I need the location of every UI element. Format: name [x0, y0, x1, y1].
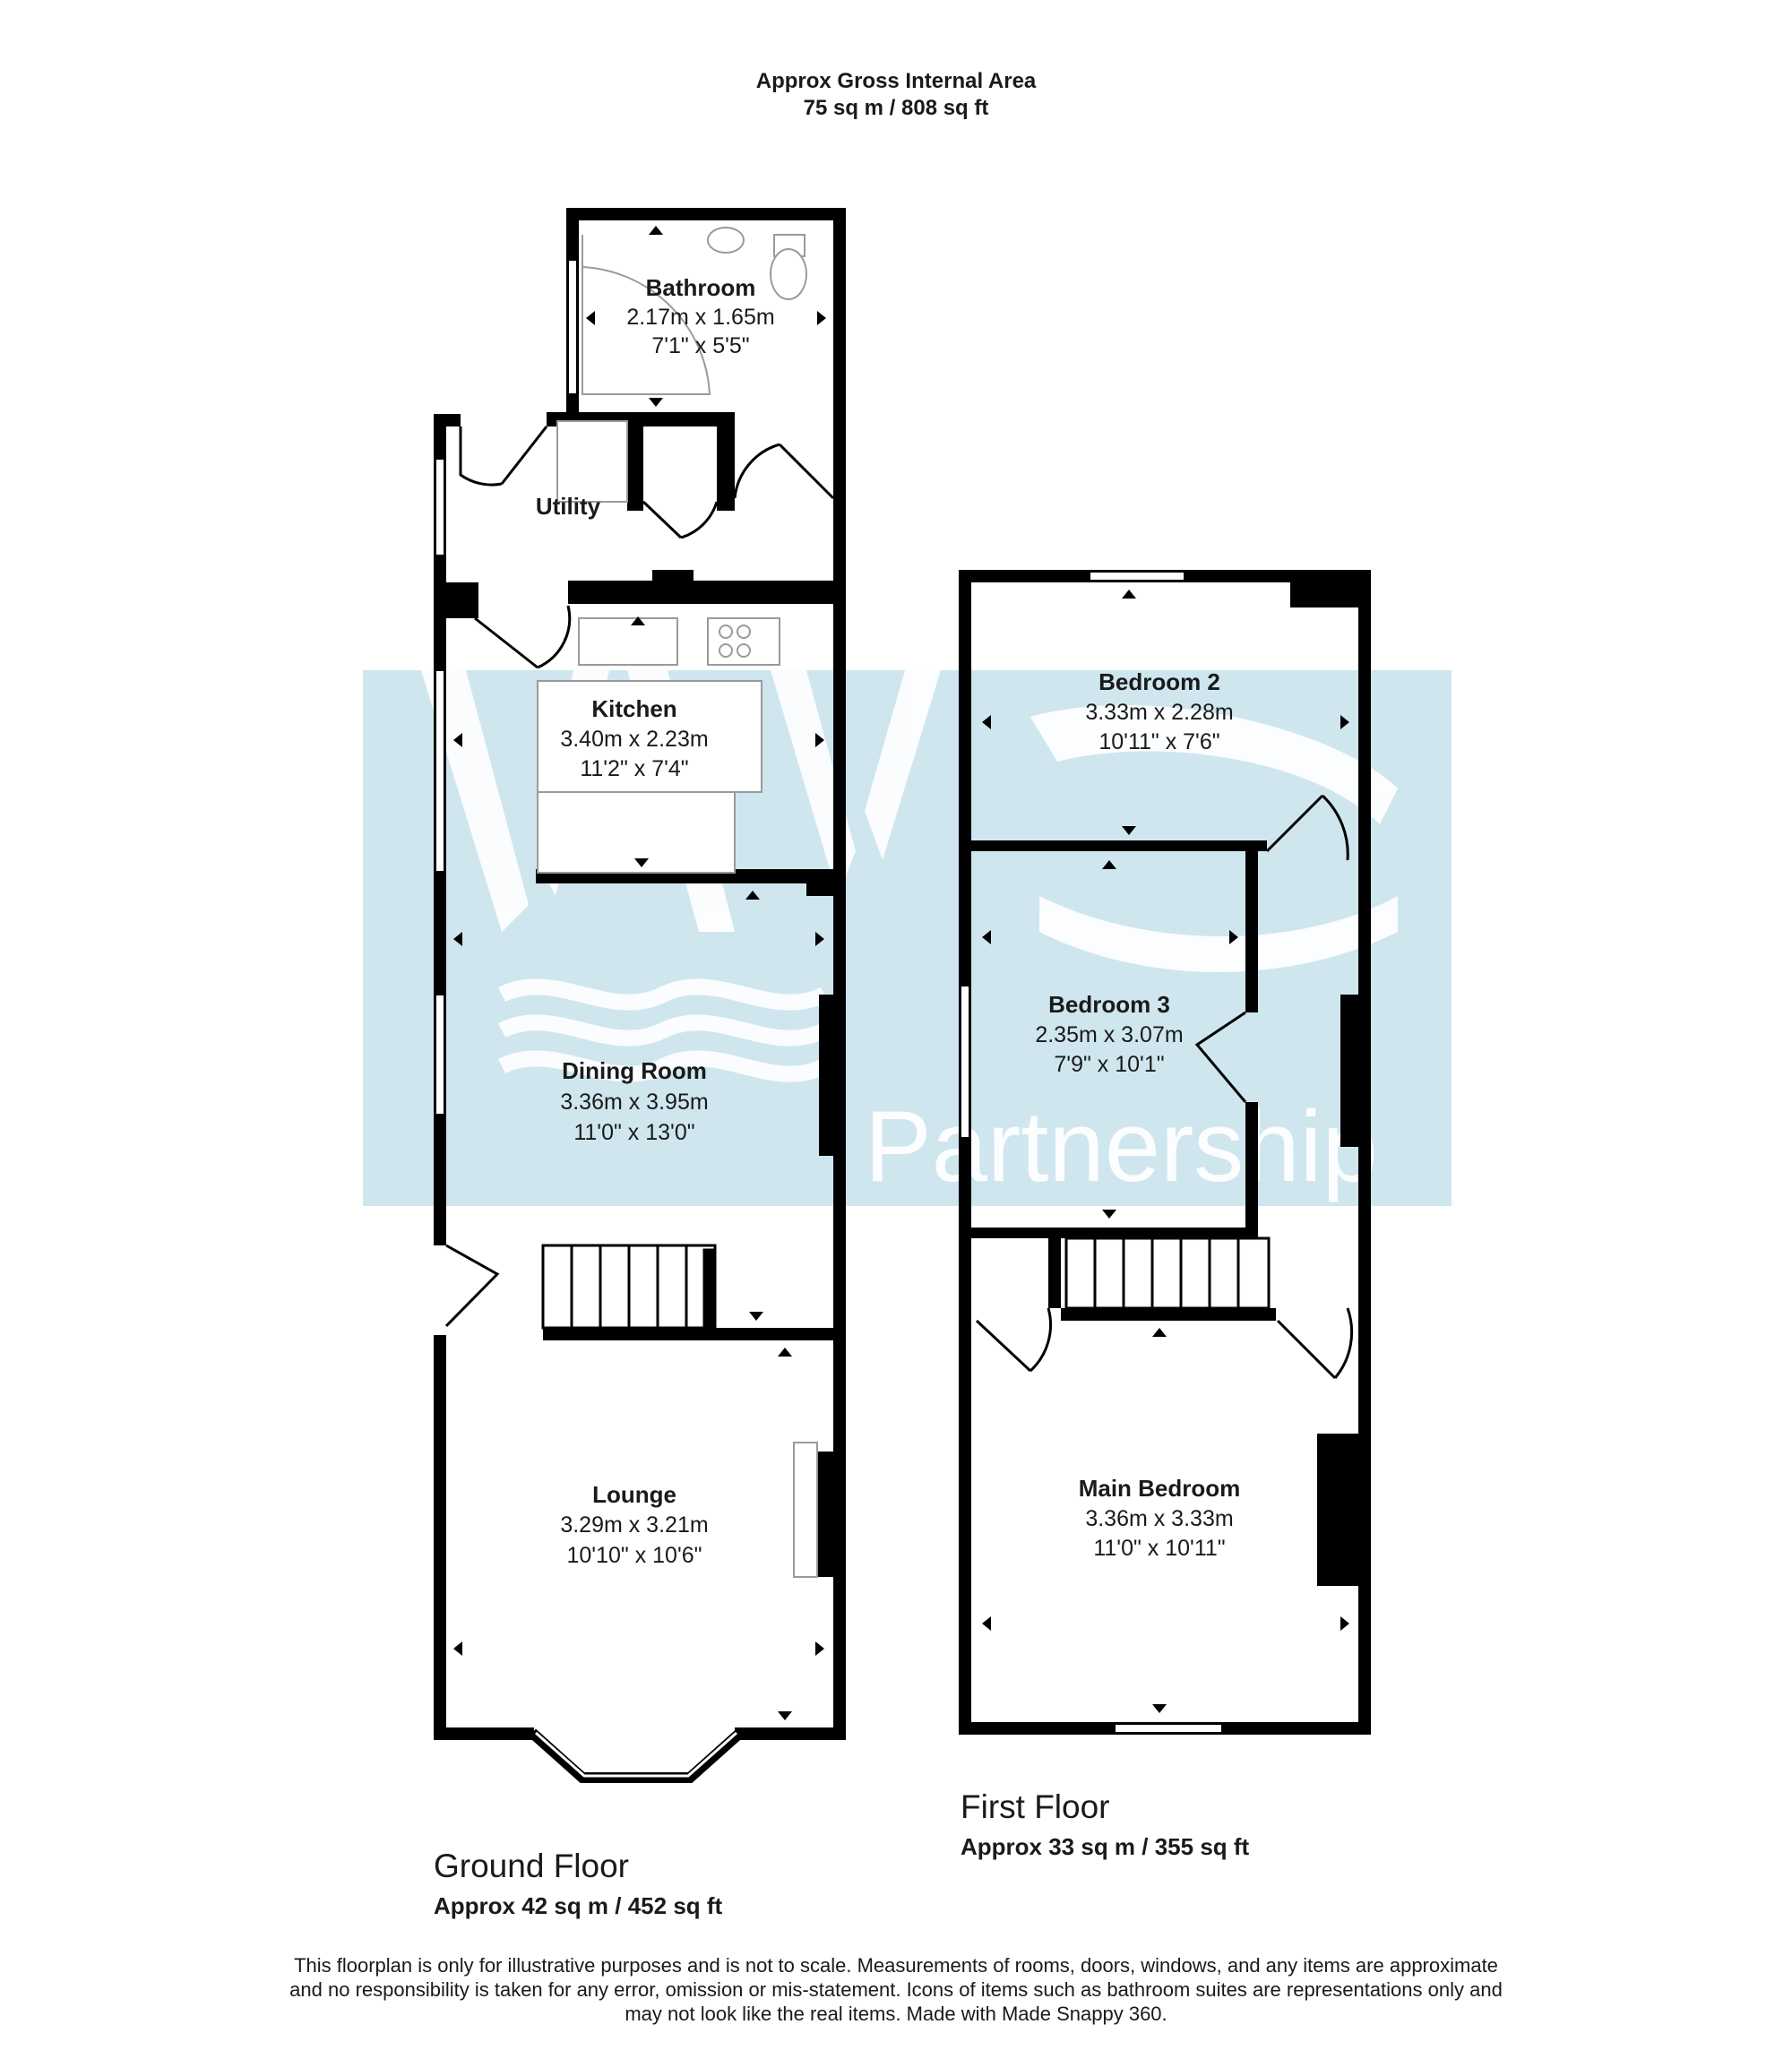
room-label-bathroom: Bathroom 2.17m x 1.65m 7'1" x 5'5" [626, 274, 774, 358]
basin-icon [707, 227, 745, 254]
room-label-main-bedroom: Main Bedroom 3.36m x 3.33m 11'0" x 10'11… [1079, 1475, 1241, 1561]
room-label-utility: Utility [536, 493, 601, 520]
ground-floor-fixtures [537, 227, 818, 1578]
room-name: Utility [536, 493, 601, 520]
watermark-logo: Partnership [363, 670, 1452, 1206]
room-imperial: 10'10" x 10'6" [566, 1543, 702, 1568]
room-name: Bathroom [646, 274, 756, 301]
first-floor-windows [960, 571, 1223, 1734]
first-floor-dimension-arrows [982, 590, 1349, 1713]
room-label-lounge: Lounge 3.29m x 3.21m 10'10" x 10'6" [560, 1481, 708, 1568]
room-metric: 3.29m x 3.21m [560, 1512, 708, 1538]
room-metric: 2.17m x 1.65m [626, 305, 774, 330]
first-floor-title: First Floor [961, 1788, 1110, 1825]
room-name: Lounge [592, 1481, 676, 1508]
lounge-bay-window [529, 1728, 744, 1783]
ground-floor-area: Approx 42 sq m / 452 sq ft [434, 1892, 723, 1919]
room-imperial: 7'9" x 10'1" [1054, 1052, 1164, 1077]
room-name: Bedroom 3 [1048, 991, 1170, 1018]
gross-area-label: Approx Gross Internal Area [755, 69, 1037, 93]
fireplace-icon [793, 1442, 818, 1578]
room-name: Kitchen [591, 695, 676, 722]
ground-floor-dimension-arrows [453, 226, 826, 1720]
disclaimer: This floorplan is only for illustrative … [179, 1953, 1613, 2026]
room-imperial: 7'1" x 5'5" [651, 333, 749, 358]
room-metric: 3.33m x 2.28m [1085, 700, 1233, 725]
room-imperial: 11'2" x 7'4" [580, 756, 688, 781]
room-label-dining-room: Dining Room 3.36m x 3.95m 11'0" x 13'0" [560, 1057, 708, 1145]
ground-floor-windows [435, 259, 578, 1116]
ground-floor-title: Ground Floor [434, 1848, 629, 1884]
gross-area-value: 75 sq m / 808 sq ft [803, 96, 989, 120]
room-label-kitchen: Kitchen 3.40m x 2.23m 11'2" x 7'4" [560, 695, 708, 781]
room-imperial: 10'11" x 7'6" [1098, 729, 1219, 754]
disclaimer-line-2: and no responsibility is taken for any e… [289, 1978, 1503, 2001]
ground-floor-doors [444, 426, 835, 1328]
room-imperial: 11'0" x 13'0" [573, 1120, 694, 1145]
disclaimer-line-3: may not look like the real items. Made w… [625, 2003, 1167, 2025]
room-metric: 3.36m x 3.95m [560, 1090, 708, 1115]
room-metric: 3.36m x 3.33m [1085, 1506, 1233, 1531]
watermark-waves [497, 978, 829, 1082]
room-name: Main Bedroom [1079, 1475, 1241, 1502]
room-metric: 3.40m x 2.23m [560, 727, 708, 752]
first-floor-area: Approx 33 sq m / 355 sq ft [961, 1833, 1250, 1860]
room-name: Bedroom 2 [1098, 668, 1220, 695]
first-floor-stairs [1064, 1236, 1271, 1310]
lounge-bay-window-glass [535, 1731, 737, 1778]
room-label-bedroom-3: Bedroom 3 2.35m x 3.07m 7'9" x 10'1" [1035, 991, 1183, 1077]
room-metric: 2.35m x 3.07m [1035, 1022, 1183, 1047]
shower-icon [582, 235, 711, 395]
room-imperial: 11'0" x 10'11" [1093, 1536, 1225, 1561]
ground-floor-stairs [541, 1244, 717, 1330]
first-floor-doors [975, 794, 1354, 1380]
watermark-partnership-text: Partnership [865, 1090, 1378, 1202]
disclaimer-line-1: This floorplan is only for illustrative … [294, 1954, 1498, 1977]
sink-icon [578, 617, 678, 666]
room-name: Dining Room [562, 1057, 707, 1084]
room-label-bedroom-2: Bedroom 2 3.33m x 2.28m 10'11" x 7'6" [1085, 668, 1233, 754]
